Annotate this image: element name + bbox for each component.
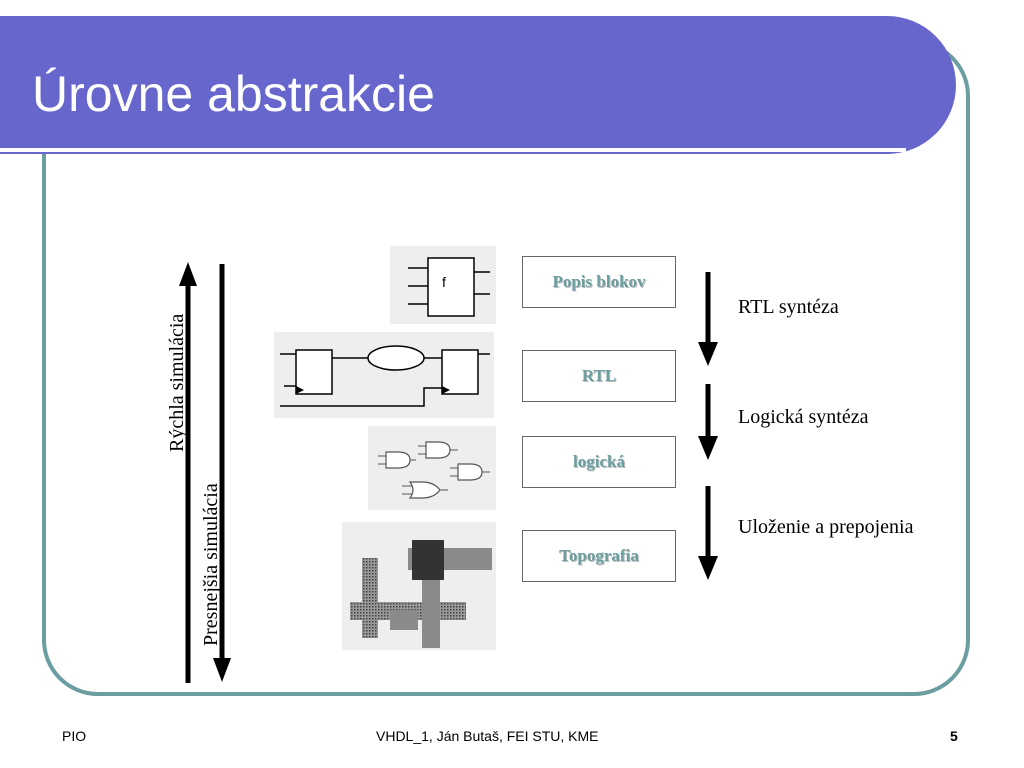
logic-gates-graphic — [378, 441, 490, 499]
level-box-rtl: RTL — [522, 350, 676, 402]
level-box-block-description: Popis blokov — [522, 256, 676, 308]
precise-simulation-arrowhead — [213, 658, 231, 682]
logic-synthesis-arrowhead — [698, 436, 718, 460]
fast-simulation-arrowhead — [179, 262, 197, 286]
synthesis-arrows — [698, 272, 718, 580]
fast-simulation-label: Rýchla simulácia — [166, 313, 188, 452]
rtl-synthesis-arrowhead — [698, 342, 718, 366]
block-diagram-graphic — [408, 257, 490, 317]
rtl-diagram-graphic — [280, 345, 490, 407]
rtl-synthesis-label: RTL syntéza — [738, 296, 839, 318]
footer-left: PIO — [62, 728, 87, 744]
placement-routing-arrowhead — [698, 556, 718, 580]
topography-image — [342, 522, 496, 650]
rtl-diagram-image — [274, 332, 494, 418]
block-diagram-image: f — [390, 246, 496, 324]
topography-graphic — [350, 540, 492, 648]
logic-synthesis-label: Logická syntéza — [738, 406, 869, 428]
logic-gates-image — [368, 426, 496, 510]
slide-title: Úrovne abstrakcie — [32, 66, 435, 122]
title-bar — [0, 16, 956, 154]
level-box-topography: Topografia — [522, 530, 676, 582]
level-box-logic: logická — [522, 436, 676, 488]
block-function-symbol: f — [442, 274, 446, 290]
page-number: 5 — [950, 728, 958, 744]
footer-center: VHDL_1, Ján Butaš, FEI STU, KME — [376, 728, 599, 744]
precise-simulation-label: Presnejšia simulácia — [200, 483, 222, 646]
title-underline — [0, 148, 906, 152]
simulation-arrows — [179, 262, 231, 683]
placement-routing-label: Uloženie a prepojenia — [738, 516, 914, 538]
